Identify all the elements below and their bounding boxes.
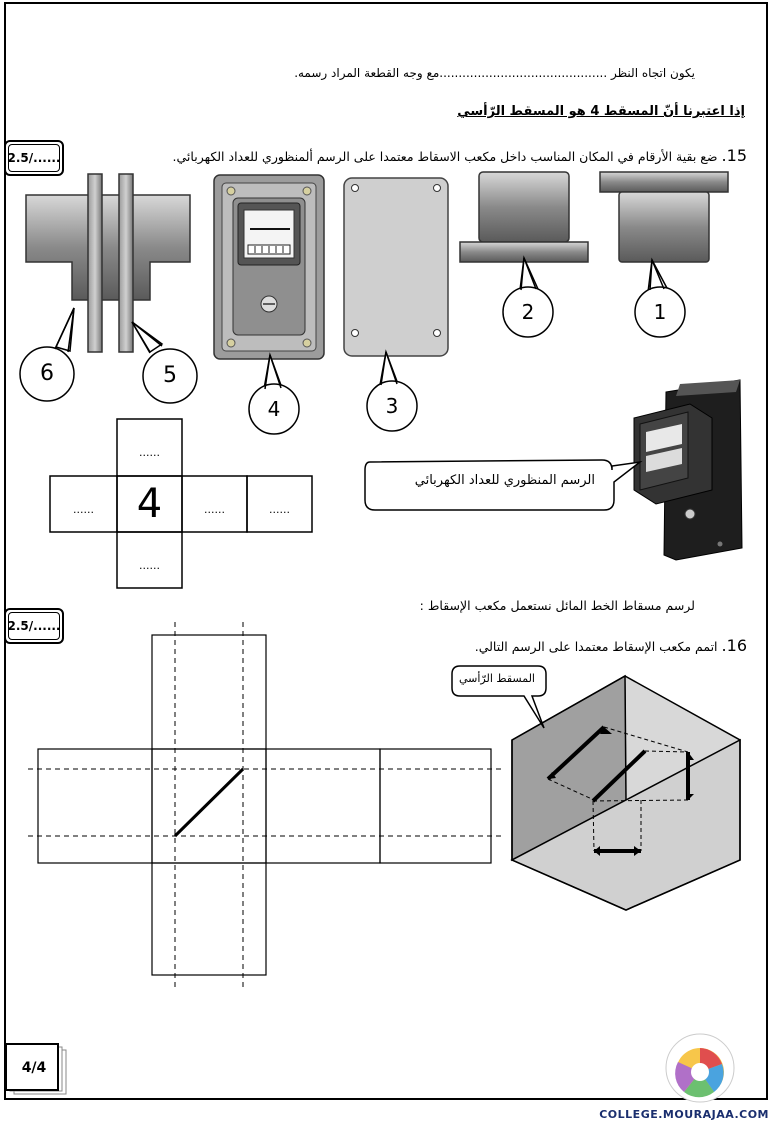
- front-view-callout-bubble: [451, 665, 547, 729]
- label-6: 6: [40, 361, 54, 386]
- question-16-text: اتمم مكعب الإسقاط معتمدا على الرسم التال…: [474, 639, 718, 654]
- top-view-2: [459, 171, 589, 263]
- front-view-callout-text: المسقط الرّأسي: [458, 672, 535, 685]
- question-16-number: 16.: [721, 636, 747, 655]
- meter-perspective-image: [633, 379, 743, 561]
- cube-face-far-right: ......: [269, 503, 290, 516]
- isometric-projection-cube: [510, 674, 742, 911]
- question-16: 16.اتمم مكعب الإسقاط معتمدا على الرسم ال…: [475, 636, 747, 655]
- question-15-text: ضع بقية الأرقام في المكان المناسب داخل م…: [172, 149, 718, 164]
- section-heading: إذا اعتبرنا أنّ المسقط 4 هو المسقط الرّأ…: [457, 104, 745, 119]
- question-15: 15.ضع بقية الأرقام في المكان المناسب داخ…: [173, 146, 747, 165]
- label-5: 5: [163, 363, 177, 388]
- balloon-5: [131, 321, 198, 404]
- cube-face-top: ......: [139, 446, 160, 459]
- back-view-3: [343, 177, 449, 357]
- page-number-text: 4/4: [21, 1060, 47, 1076]
- balloon-3: [366, 349, 418, 432]
- cube-face-center: 4: [136, 481, 163, 527]
- footer-site: COLLEGE.MOURAJAA.COM: [599, 1108, 769, 1121]
- label-3: 3: [385, 394, 399, 418]
- balloon-2: [502, 255, 554, 338]
- cube-face-bottom: ......: [139, 559, 160, 572]
- page-frame: [4, 2, 768, 1100]
- score-16-text: 2.5/......: [7, 619, 61, 633]
- label-1: 1: [653, 300, 667, 324]
- question-15-number: 15.: [721, 146, 747, 165]
- score-15-text: 2.5/......: [7, 151, 61, 165]
- side-view-6-5: [25, 173, 191, 353]
- page-number: 4/4: [6, 1046, 62, 1096]
- label-2: 2: [521, 300, 535, 324]
- score-box-16: 2.5/......: [4, 608, 64, 644]
- question-16-intro: لرسم مسقاط الخط المائل نستعمل مكعب الإسق…: [419, 598, 695, 613]
- cube-face-right: ......: [204, 503, 225, 516]
- balloon-4: [248, 352, 300, 435]
- label-4: 4: [267, 397, 281, 421]
- bottom-view-1: [599, 171, 729, 263]
- front-view-4: [213, 174, 325, 360]
- perspective-callout-text: الرسم المنظوري للعداد الكهربائي: [414, 473, 595, 488]
- page-number-box: [5, 1043, 67, 1095]
- projection-cube-net-16: [28, 622, 502, 988]
- score-box-15: 2.5/......: [4, 140, 64, 176]
- cube-face-left: ......: [73, 503, 94, 516]
- balloon-1: [634, 257, 686, 338]
- projection-cube-net-15: [49, 418, 313, 589]
- balloon-6: [19, 307, 75, 402]
- site-logo: [665, 1033, 735, 1103]
- perspective-callout-bubble: [364, 459, 643, 511]
- viewing-direction-text: يكون اتجاه النظر .......................…: [294, 66, 695, 80]
